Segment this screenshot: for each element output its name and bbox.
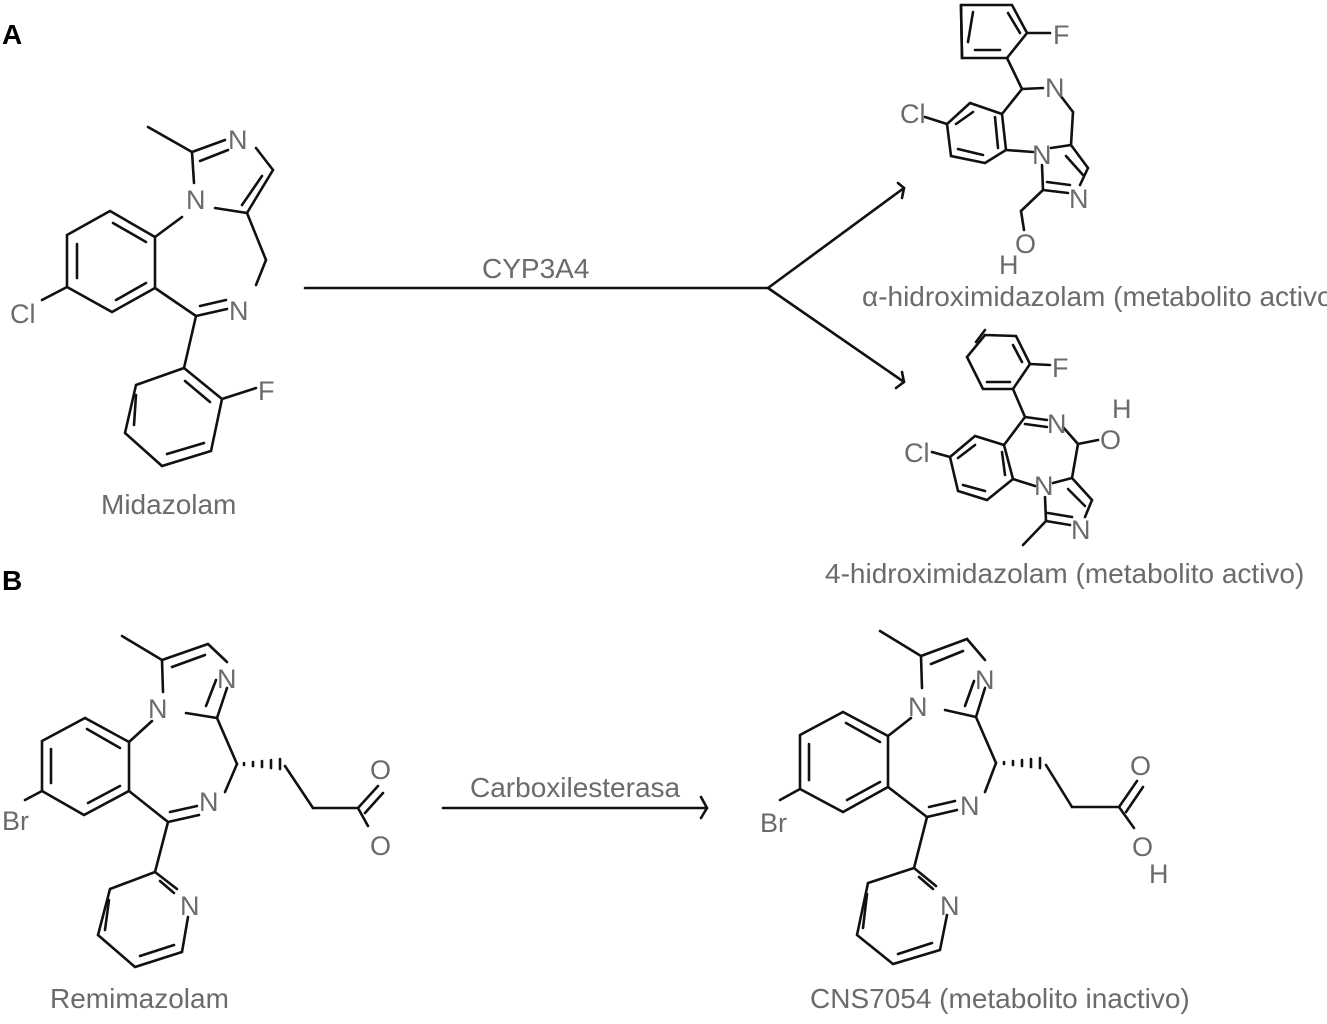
atom-o: O bbox=[370, 755, 391, 785]
atom-n: N bbox=[199, 787, 219, 817]
atom-h: H bbox=[1149, 859, 1169, 889]
cns7054-structure: N N N Br N O O H bbox=[760, 629, 1169, 966]
atom-n: N bbox=[148, 694, 168, 724]
remimazolam-structure: N N N Br N O O bbox=[2, 634, 391, 969]
4-hydroxymidazolam-structure: F N H O Cl N N bbox=[904, 328, 1132, 547]
arrow-head-icon bbox=[896, 181, 906, 200]
atom-o: O bbox=[370, 831, 391, 861]
atom-h: H bbox=[999, 250, 1019, 280]
atom-n: N bbox=[1045, 73, 1065, 103]
panel-label-a: A bbox=[2, 19, 22, 50]
carboxilesterasa-reaction-arrow bbox=[441, 795, 709, 820]
arrow-head-icon bbox=[894, 370, 906, 390]
atom-f: F bbox=[258, 376, 275, 406]
atom-f: F bbox=[1053, 20, 1070, 50]
atom-n: N bbox=[1034, 471, 1054, 501]
atom-br: Br bbox=[760, 808, 787, 838]
alpha-hydroxymidazolam-label: α-hidroximidazolam (metabolito activo) bbox=[862, 281, 1327, 312]
atom-n: N bbox=[975, 665, 995, 695]
hashed-stereo-bond bbox=[242, 757, 282, 771]
atom-n: N bbox=[228, 125, 248, 155]
alpha-hydroxymidazolam-structure: F N Cl N N O H bbox=[900, 3, 1090, 280]
atom-cl: Cl bbox=[900, 99, 926, 129]
atom-o: O bbox=[1130, 751, 1151, 781]
atom-o: O bbox=[1100, 425, 1121, 455]
atom-n: N bbox=[908, 692, 928, 722]
atom-o: O bbox=[1015, 229, 1036, 259]
atom-o: O bbox=[1132, 832, 1153, 862]
atom-cl: Cl bbox=[904, 438, 930, 468]
atom-br: Br bbox=[2, 806, 29, 836]
atom-cl: Cl bbox=[10, 299, 36, 329]
atom-n: N bbox=[217, 664, 237, 694]
atom-f: F bbox=[1052, 353, 1069, 383]
atom-n: N bbox=[1071, 515, 1091, 545]
atom-n: N bbox=[940, 891, 960, 921]
cyp3a4-reaction-arrow bbox=[303, 181, 906, 390]
4-hydroxymidazolam-label: 4-hidroximidazolam (metabolito activo) bbox=[825, 558, 1304, 589]
atom-n: N bbox=[1069, 184, 1089, 214]
arrow-head-icon bbox=[699, 795, 709, 820]
midazolam-structure: N N N Cl F bbox=[10, 125, 275, 468]
enzyme-label-cyp3a4: CYP3A4 bbox=[482, 253, 589, 284]
atom-n: N bbox=[180, 891, 200, 921]
atom-n: N bbox=[186, 185, 206, 215]
atom-n: N bbox=[1047, 409, 1067, 439]
atom-n: N bbox=[960, 791, 980, 821]
panel-label-b: B bbox=[2, 565, 22, 596]
atom-n: N bbox=[229, 296, 249, 326]
remimazolam-label: Remimazolam bbox=[50, 983, 229, 1014]
hashed-stereo-bond bbox=[1002, 756, 1042, 770]
midazolam-label: Midazolam bbox=[101, 489, 236, 520]
atom-n: N bbox=[1032, 140, 1052, 170]
atom-h: H bbox=[1112, 394, 1132, 424]
cns7054-label: CNS7054 (metabolito inactivo) bbox=[810, 983, 1190, 1014]
enzyme-label-carboxilesterasa: Carboxilesterasa bbox=[470, 772, 681, 803]
